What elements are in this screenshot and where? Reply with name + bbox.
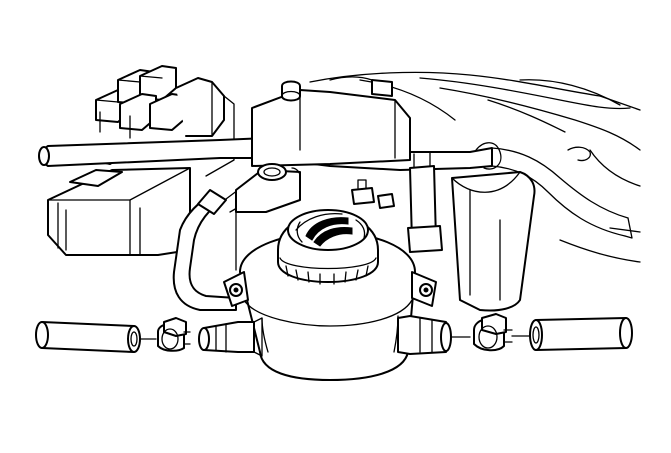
side-tank xyxy=(451,171,536,312)
left-hose-clamp xyxy=(157,317,191,352)
reservoir-inlet-spigot-left xyxy=(198,317,263,357)
right-hose-clamp xyxy=(473,313,513,352)
relay-box xyxy=(47,65,235,256)
engine-bay-background xyxy=(309,71,641,263)
reservoir-outlet-spigot-right xyxy=(397,315,452,355)
left-hose-assembly xyxy=(35,321,157,353)
rear-housing xyxy=(251,76,411,167)
pressure-cap xyxy=(277,209,379,285)
small-fittings xyxy=(351,179,395,209)
outlet-neck xyxy=(235,163,301,271)
hose-strap xyxy=(407,151,443,253)
right-hose-assembly xyxy=(451,317,633,351)
